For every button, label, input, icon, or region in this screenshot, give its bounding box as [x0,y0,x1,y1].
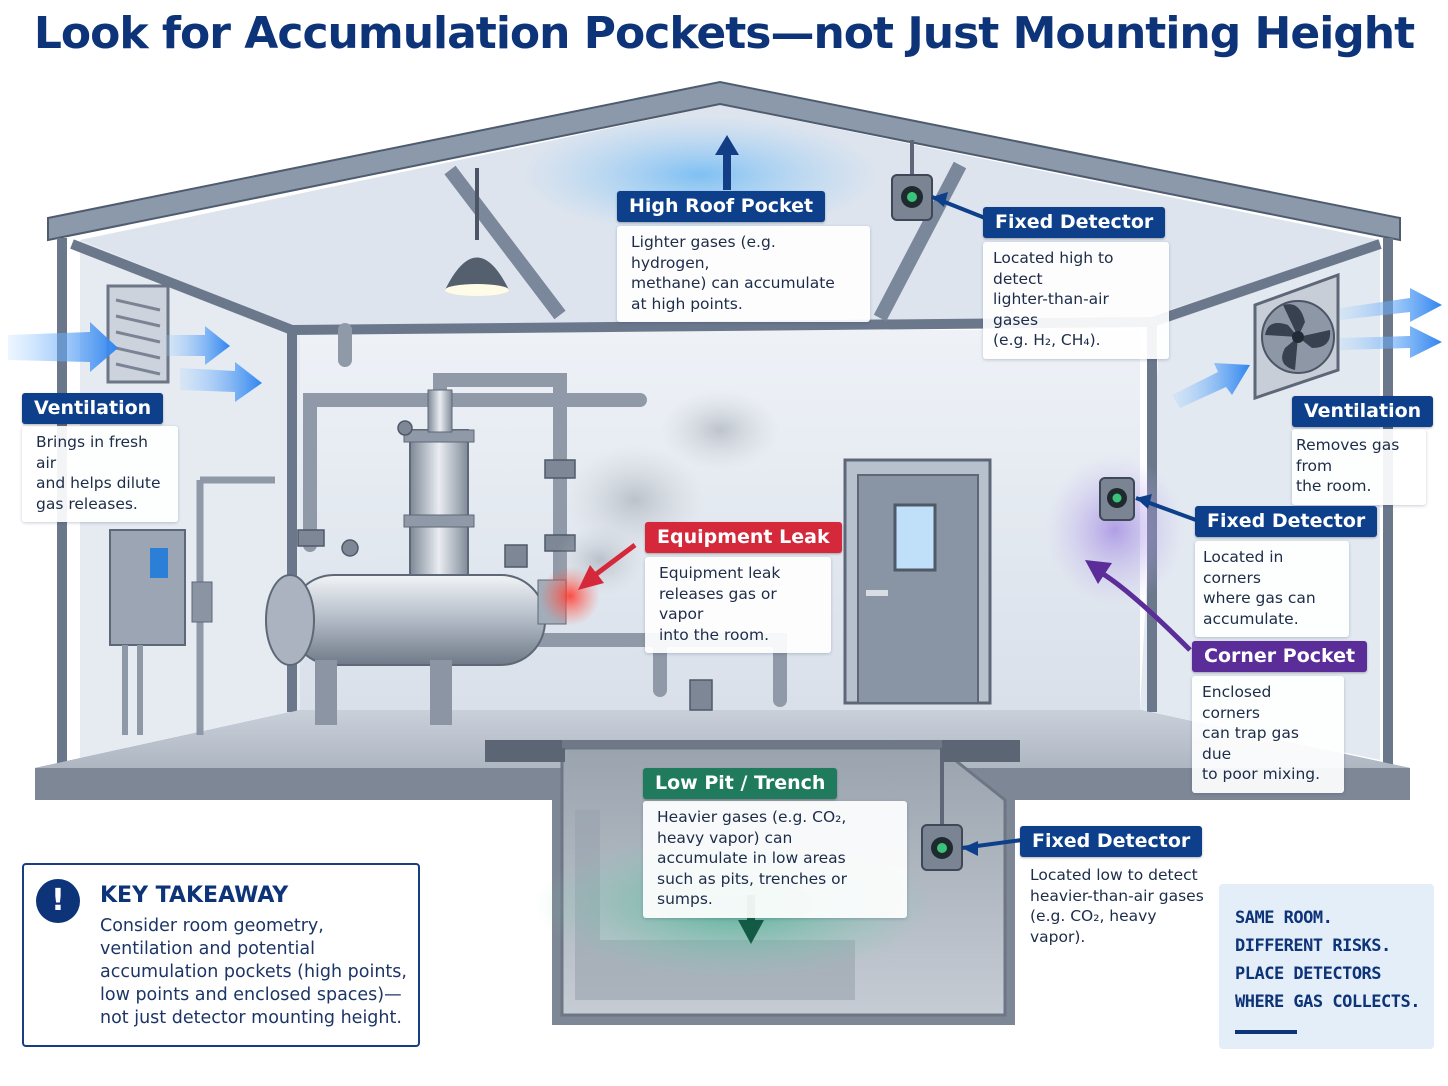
callout-description: Located in corners where gas can accumul… [1195,541,1349,637]
summary-line: SAME ROOM. [1235,908,1333,928]
fixed-detector-corner-icon [1099,477,1197,522]
callout-description: Lighter gases (e.g. hydrogen, methane) c… [617,226,870,322]
callout-equipment-leak: Equipment Leak Equipment leak releases g… [645,522,842,653]
callout-description: Brings in fresh air and helps dilute gas… [22,426,178,522]
callout-description: Located low to detect heavier-than-air g… [1030,866,1204,946]
intake-airflow-arrows [8,322,262,402]
callout-description: Equipment leak releases gas or vapor int… [645,557,831,653]
exhaust-airflow-arrows [1172,288,1442,408]
floor-grate-left [485,740,565,762]
electrical-panel [109,476,275,735]
callout-fixed-detector-low: Fixed Detector Located low to detect hea… [1020,826,1222,955]
summary-divider [1235,1030,1297,1034]
summary-line: DIFFERENT RISKS. [1235,936,1391,956]
callout-label: Low Pit / Trench [643,768,838,799]
fixed-detector-low-icon [921,760,1023,871]
page-title: Look for Accumulation Pockets—not Just M… [33,8,1415,59]
key-takeaway-box: ! KEY TAKEAWAY Consider room geometry, v… [22,863,420,1047]
exclamation-icon: ! [36,879,80,923]
callout-label: Fixed Detector [1195,506,1378,537]
callout-label: Ventilation [22,393,164,424]
callout-label: Equipment Leak [645,522,842,553]
callout-ventilation-exhaust: Ventilation Removes gas from the room. [1292,396,1434,505]
callout-label: Ventilation [1292,396,1434,427]
leak-arrow [578,543,637,590]
corner-pocket-arrow [1085,560,1192,652]
storage-tank [289,574,546,666]
callout-high-roof-pocket: High Roof Pocket Lighter gases (e.g. hyd… [617,191,870,322]
ceiling-lamp [445,168,509,296]
callout-low-pit-trench: Low Pit / Trench Heavier gases (e.g. CO₂… [643,768,907,918]
callout-label: Fixed Detector [1020,826,1203,857]
roof-trusses [444,161,967,322]
callout-ventilation-intake: Ventilation Brings in fresh air and help… [22,393,178,522]
valves [297,420,713,711]
callout-description: Located high to detect lighter-than-air … [983,242,1169,359]
exhaust-fan [1253,272,1340,401]
callout-description: Removes gas from the room. [1292,429,1426,505]
callout-description: Heavier gases (e.g. CO₂, heavy vapor) ca… [643,801,907,918]
key-takeaway-title: KEY TAKEAWAY [100,883,289,908]
roof-outline [47,80,1401,242]
intake-louver [106,284,170,384]
fixed-detector-high-icon [891,140,986,221]
key-takeaway-text: Consider room geometry, ventilation and … [100,916,407,1028]
callout-description: Enclosed corners can trap gas due to poo… [1192,676,1344,793]
room-door [843,458,992,705]
process-column [409,429,469,591]
summary-line: PLACE DETECTORS [1235,964,1382,984]
summary-box: SAME ROOM. DIFFERENT RISKS. PLACE DETECT… [1219,884,1434,1049]
callout-corner-pocket: Corner Pocket Enclosed corners can trap … [1192,641,1368,793]
callout-fixed-detector-corner: Fixed Detector Located in corners where … [1195,506,1378,637]
floor-grate-right [940,740,1020,762]
callout-label: High Roof Pocket [617,191,826,222]
callout-label: Corner Pocket [1192,641,1368,672]
callout-fixed-detector-high: Fixed Detector Located high to detect li… [983,207,1169,359]
corner-gas-cloud [1045,455,1185,605]
summary-line: WHERE GAS COLLECTS. [1235,992,1420,1012]
callout-label: Fixed Detector [983,207,1166,238]
rising-gas-arrow [715,135,739,190]
